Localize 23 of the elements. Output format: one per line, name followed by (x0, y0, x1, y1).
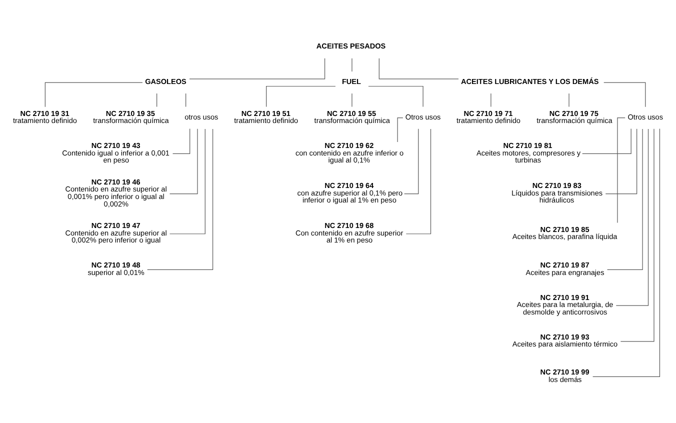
connector (397, 117, 404, 142)
connector (169, 128, 206, 234)
connector (582, 128, 632, 154)
connector (156, 92, 158, 107)
connector (606, 128, 643, 270)
connector (189, 58, 326, 79)
connector (368, 85, 424, 107)
connector (404, 128, 419, 194)
connector (568, 92, 570, 107)
connector (490, 92, 492, 107)
connector (592, 128, 660, 376)
connector (620, 128, 654, 342)
connector (406, 128, 432, 234)
connector (378, 58, 459, 79)
connector (147, 128, 214, 270)
connector (604, 82, 646, 107)
connector (605, 128, 638, 194)
connector (172, 128, 190, 154)
connector (169, 128, 198, 194)
connector (266, 85, 336, 107)
connector (617, 117, 626, 223)
connector (616, 128, 649, 306)
connector (44, 82, 143, 107)
